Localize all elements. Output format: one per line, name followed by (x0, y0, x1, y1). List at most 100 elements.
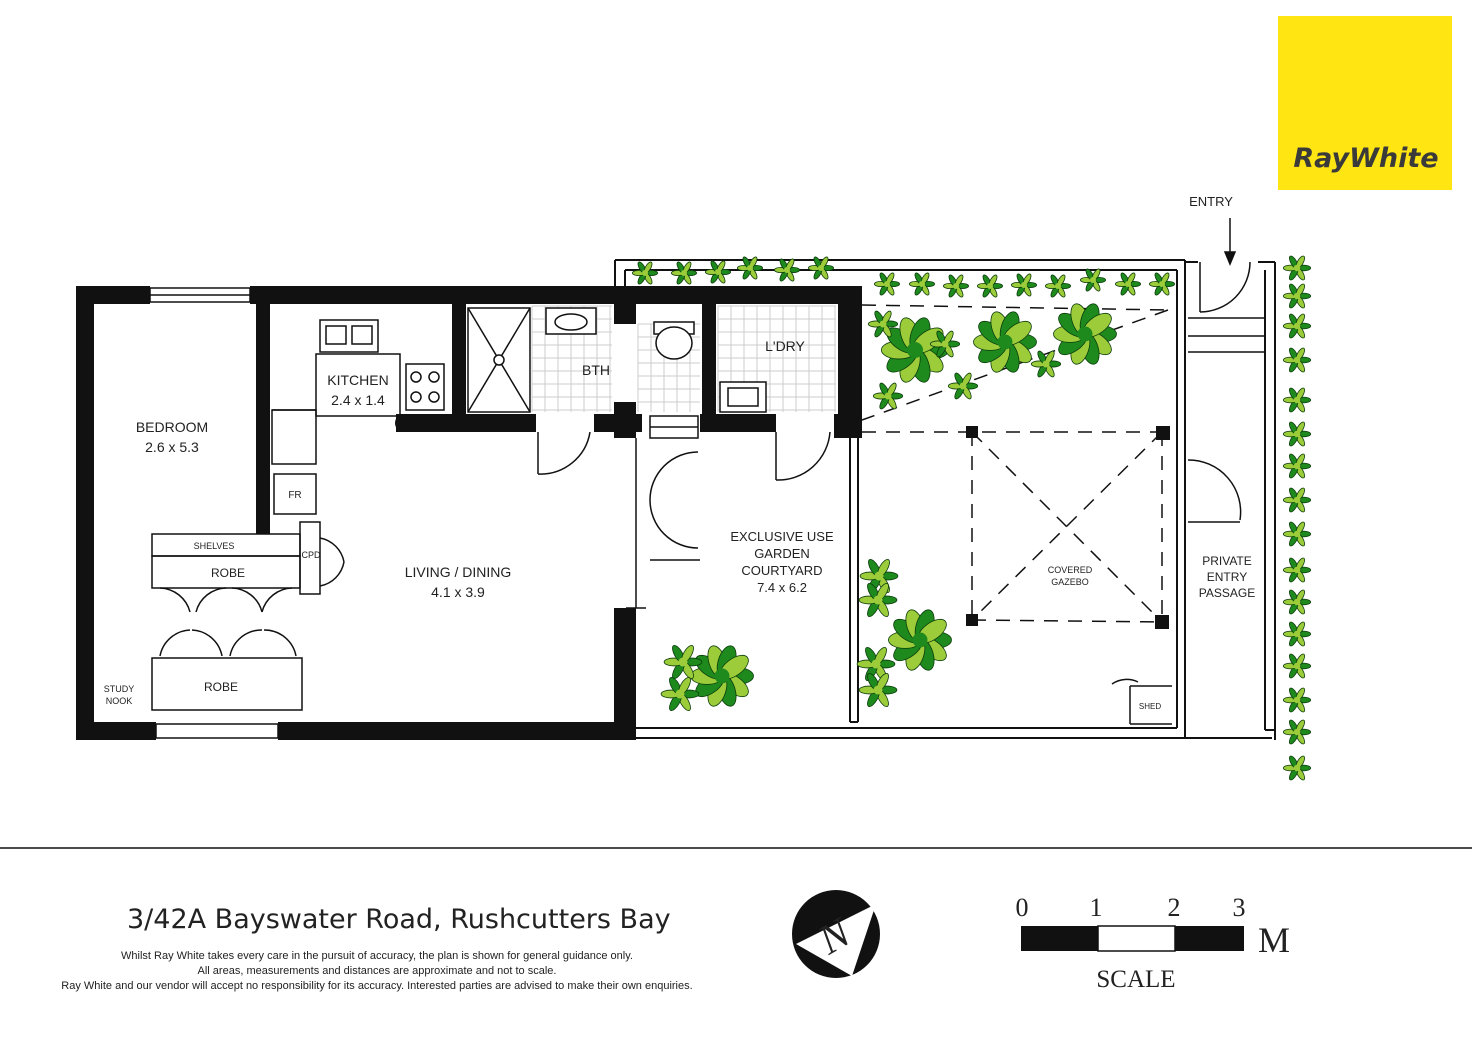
plant-icon (867, 310, 899, 338)
courtyard-dims: 7.4 x 6.2 (757, 580, 807, 595)
scale-label: SCALE (1096, 966, 1175, 993)
logo-text: RayWhite (1293, 143, 1438, 174)
plant-icon (1282, 719, 1312, 745)
plant-icon (1044, 274, 1072, 298)
plant-icon (976, 274, 1004, 298)
bath-label: BTH (582, 362, 610, 378)
plant-icon (670, 261, 698, 285)
shelves-label: SHELVES (194, 541, 235, 551)
gazebo-label-1: COVERED (1048, 565, 1093, 575)
bedroom-window (149, 287, 251, 303)
courtyard-label-1: EXCLUSIVE USE (730, 529, 834, 544)
plant-icon (631, 261, 659, 285)
plant-icon (1282, 755, 1312, 781)
bedroom-dims: 2.6 x 5.3 (145, 439, 199, 455)
plant-icon (663, 645, 703, 679)
plant-icon (929, 330, 961, 358)
scale-unit: M (1258, 920, 1290, 960)
robes (151, 521, 345, 711)
plant-icon (704, 260, 732, 284)
plant-icon (873, 272, 901, 296)
north-compass-icon: N (792, 890, 880, 978)
kitchen-bench (315, 353, 401, 417)
plant-icon (858, 583, 898, 617)
plant-icon (1282, 589, 1312, 615)
passage-label-1: PRIVATE (1202, 554, 1252, 568)
exterior-walls (76, 286, 862, 740)
disclaimer-line-3: Ray White and our vendor will accept no … (61, 980, 692, 992)
bedroom-label: BEDROOM (136, 419, 208, 435)
raywhite-logo: RayWhite (1278, 16, 1452, 190)
passage-label-3: PASSAGE (1199, 586, 1255, 600)
shed-label: SHED (1139, 702, 1161, 711)
laundry-tub (719, 381, 767, 413)
plant-icon (1114, 272, 1142, 296)
plant-icon (1053, 303, 1117, 365)
plant-icon (660, 677, 700, 711)
doors (537, 261, 1264, 609)
plant-icon (1282, 387, 1312, 413)
cupboard-label: CPD (301, 550, 321, 560)
kitchen-label: KITCHEN (327, 372, 388, 388)
plant-icon (1079, 268, 1107, 292)
shower (467, 307, 531, 413)
plant-icon (908, 272, 936, 296)
interior-walls (256, 304, 862, 534)
gazebo-label-2: GAZEBO (1051, 577, 1089, 587)
study-label-2: NOOK (106, 696, 133, 706)
plant-icon (1282, 421, 1312, 447)
plants (631, 255, 1312, 781)
plant-icon (773, 258, 801, 282)
basin (545, 307, 597, 335)
plant-icon (888, 609, 952, 671)
kitchen-dims: 2.4 x 1.4 (331, 392, 385, 408)
disclaimer-line-2: All areas, measurements and distances ar… (198, 965, 557, 977)
cooktop (405, 363, 445, 411)
fixture-labels: FR SHELVES CPD ROBE ROBE STUDY NOOK SHED… (104, 194, 1233, 711)
plant-icon (1148, 272, 1176, 296)
courtyard-label-2: GARDEN (754, 546, 810, 561)
plant-icon (858, 673, 898, 707)
plant-icon (856, 647, 896, 681)
toilet (653, 321, 695, 360)
scale-bar: 0 1 2 3 M SCALE (1016, 893, 1291, 993)
robe-lower-label: ROBE (204, 680, 238, 694)
scale-tick-2: 2 (1168, 893, 1181, 922)
plant-icon (1282, 621, 1312, 647)
passage-label-2: ENTRY (1207, 570, 1247, 584)
disclaimer-line-1: Whilst Ray White takes every care in the… (121, 950, 633, 962)
living-dims: 4.1 x 3.9 (431, 584, 485, 600)
plant-icon (807, 256, 835, 280)
plant-icon (1282, 521, 1312, 547)
plant-icon (1010, 273, 1038, 297)
laundry-label: L'DRY (765, 338, 805, 354)
plant-icon (859, 559, 899, 593)
study-window (155, 723, 279, 739)
plant-icon (1282, 255, 1312, 281)
plant-icon (736, 256, 764, 280)
scale-tick-1: 1 (1090, 893, 1103, 922)
plant-icon (1282, 347, 1312, 373)
plant-icon (1282, 313, 1312, 339)
courtyard-label-3: COURTYARD (741, 563, 822, 578)
courtyard-boundary (614, 259, 1276, 740)
entry-label: ENTRY (1189, 194, 1233, 209)
plant-icon (942, 274, 970, 298)
gazebo (861, 304, 1169, 623)
plant-icon (1282, 557, 1312, 583)
study-label-1: STUDY (104, 684, 135, 694)
gazebo-posts (966, 426, 1170, 629)
fridge-label: FR (288, 490, 301, 501)
living-label: LIVING / DINING (405, 564, 512, 580)
plant-icon (1282, 283, 1312, 309)
robe-upper-label: ROBE (211, 566, 245, 580)
entry-arrow (1223, 218, 1237, 266)
plant-icon (1030, 350, 1062, 378)
address: 3/42A Bayswater Road, Rushcutters Bay (127, 904, 671, 935)
plant-icon (872, 382, 904, 410)
logo-background (1278, 16, 1452, 190)
shed (1111, 678, 1172, 725)
pantry (271, 409, 317, 465)
plant-icon (947, 372, 979, 400)
